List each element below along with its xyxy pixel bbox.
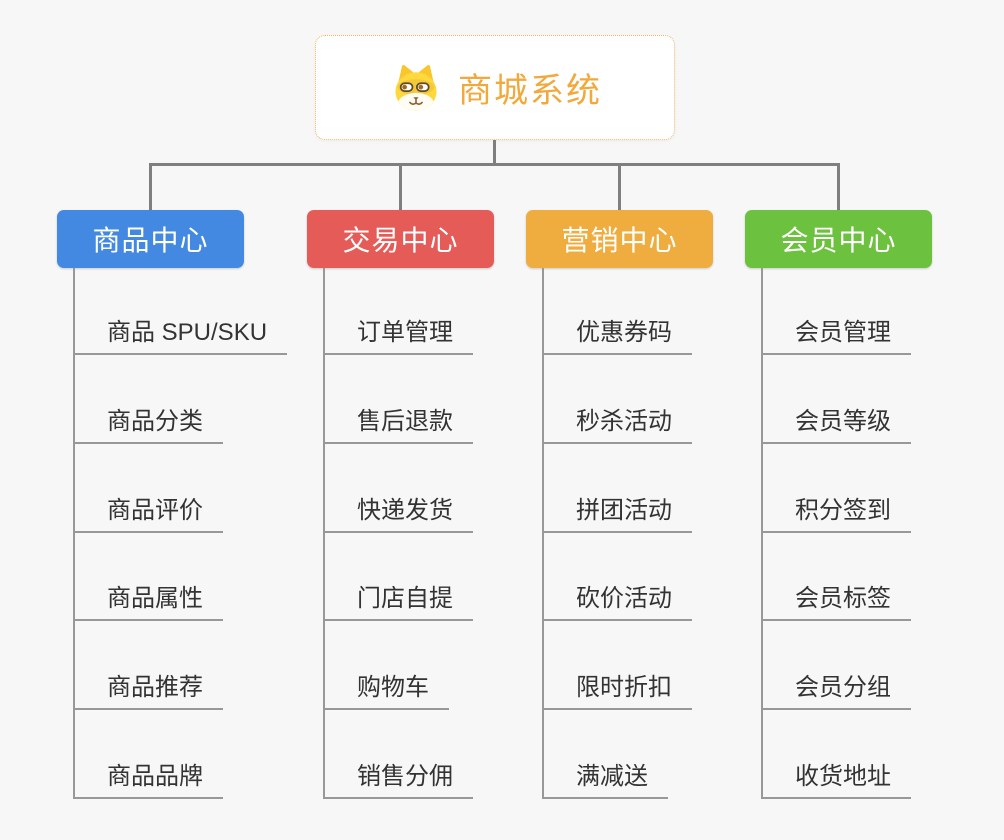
leaf-row: 拼团活动: [544, 444, 802, 533]
branch-node: 交易中心: [307, 210, 494, 268]
connector-drop-3: [618, 163, 621, 210]
leaf-item: 门店自提: [325, 578, 473, 622]
dog-face-icon: [395, 64, 437, 111]
leaf-item: 售后退款: [325, 401, 473, 444]
leaf-item: 商品 SPU/SKU: [75, 312, 288, 355]
leaf-item: 会员等级: [763, 401, 911, 444]
leaf-row: 商品 SPU/SKU: [75, 268, 333, 355]
leaf-item: 购物车: [325, 667, 449, 711]
connector-bus: [149, 163, 840, 166]
leaf-row: 积分签到: [763, 444, 1004, 533]
leaf-row: 优惠券码: [544, 268, 802, 355]
leaf-item: 砍价活动: [544, 578, 692, 622]
leaf-column: 订单管理售后退款快递发货门店自提购物车销售分佣: [323, 268, 583, 799]
connector-drop-2: [399, 163, 402, 210]
leaf-item: 订单管理: [325, 312, 473, 355]
leaf-row: 订单管理: [325, 268, 583, 355]
leaf-item: 会员管理: [763, 312, 911, 355]
leaf-item: 会员分组: [763, 667, 911, 711]
leaf-item: 拼团活动: [544, 490, 692, 533]
leaf-row: 会员管理: [763, 268, 1004, 355]
leaf-row: 商品推荐: [75, 621, 333, 711]
leaf-item: 商品属性: [75, 578, 223, 622]
leaf-item: 商品品牌: [75, 756, 223, 799]
branch-node: 商品中心: [57, 210, 244, 268]
connector-drop-4: [837, 163, 840, 210]
leaf-item: 商品推荐: [75, 667, 223, 711]
leaf-row: 收货地址: [763, 710, 1004, 799]
leaf-row: 会员分组: [763, 621, 1004, 711]
leaf-row: 售后退款: [325, 355, 583, 444]
leaf-column: 会员管理会员等级积分签到会员标签会员分组收货地址: [761, 268, 1004, 799]
leaf-item: 积分签到: [763, 490, 911, 533]
branch-node: 营销中心: [526, 210, 713, 268]
branch-node: 会员中心: [745, 210, 932, 268]
leaf-row: 门店自提: [325, 533, 583, 622]
leaf-item: 收货地址: [763, 756, 911, 799]
leaf-row: 商品属性: [75, 533, 333, 622]
connector-drop-1: [149, 163, 152, 210]
leaf-row: 限时折扣: [544, 621, 802, 711]
leaf-row: 购物车: [325, 621, 583, 711]
leaf-row: 商品品牌: [75, 710, 333, 799]
leaf-row: 秒杀活动: [544, 355, 802, 444]
leaf-item: 快递发货: [325, 490, 473, 533]
leaf-column: 优惠券码秒杀活动拼团活动砍价活动限时折扣满减送: [542, 268, 802, 799]
leaf-row: 快递发货: [325, 444, 583, 533]
leaf-item: 优惠券码: [544, 312, 692, 355]
leaf-row: 砍价活动: [544, 533, 802, 622]
leaf-row: 商品分类: [75, 355, 333, 444]
connector-root-stem: [493, 140, 496, 165]
leaf-item: 商品分类: [75, 401, 223, 444]
leaf-item: 销售分佣: [325, 756, 473, 799]
leaf-item: 满减送: [544, 756, 668, 799]
leaf-item: 会员标签: [763, 578, 911, 622]
root-title: 商城系统: [458, 72, 602, 110]
leaf-item: 商品评价: [75, 490, 223, 533]
leaf-item: 限时折扣: [544, 667, 692, 711]
leaf-row: 满减送: [544, 710, 802, 799]
leaf-item: 秒杀活动: [544, 401, 692, 444]
leaf-row: 商品评价: [75, 444, 333, 533]
leaf-column: 商品 SPU/SKU 商品分类商品评价商品属性商品推荐商品品牌: [73, 268, 333, 799]
leaf-row: 会员等级: [763, 355, 1004, 444]
leaf-row: 会员标签: [763, 533, 1004, 622]
leaf-row: 销售分佣: [325, 710, 583, 799]
root-node: 商城系统: [315, 35, 675, 140]
